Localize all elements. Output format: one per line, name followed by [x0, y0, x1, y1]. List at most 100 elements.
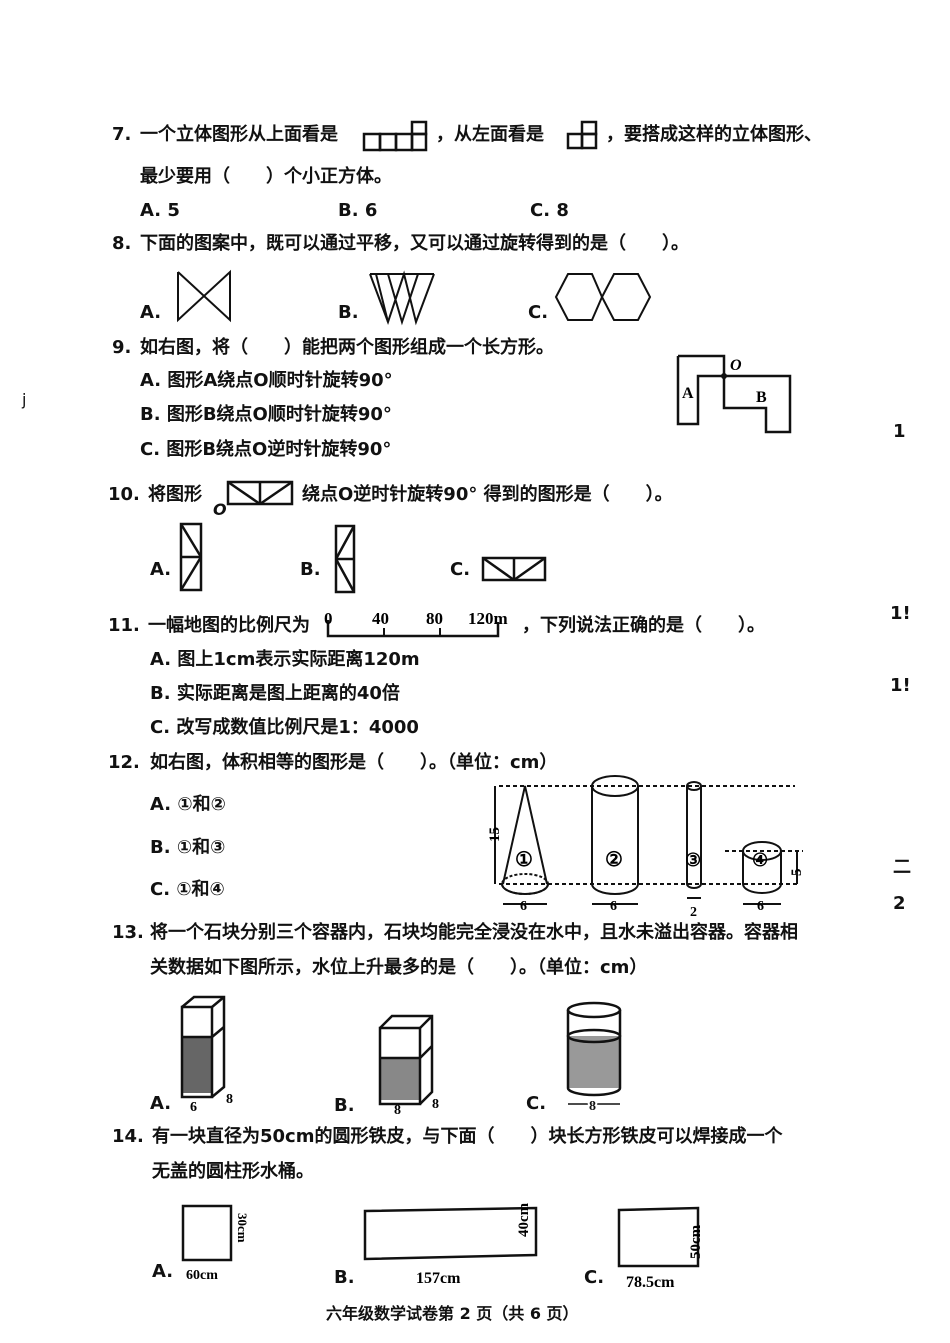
scale-tick: 120m	[468, 609, 508, 628]
question-text: 将一个石块分别三个容器内，石块均能完全浸没在水中，且水未溢出容器。容器相	[150, 922, 798, 943]
option-b: B. 图形B绕点O顺时针旋转90°	[140, 404, 392, 425]
option-b: B. ①和③	[150, 837, 226, 858]
left-view-figure	[566, 120, 600, 152]
question-number: 7.	[112, 124, 132, 145]
scale-bar: 0 40 80 120m	[324, 609, 508, 640]
option-a-figure	[179, 522, 203, 592]
option-b: B. 实际距离是图上距离的40倍	[150, 683, 400, 704]
option-c: C.	[450, 559, 471, 580]
container-a-figure: 6 8	[176, 995, 233, 1115]
option-a: A. ①和②	[150, 794, 226, 815]
width-label: 78.5cm	[626, 1274, 675, 1291]
container-c-figure: 8	[564, 1000, 624, 1116]
solids-figure: 15 5 ① ② ③ ④ 6 6 2 6	[487, 776, 805, 920]
height-label: 50cm	[688, 1224, 704, 1259]
margin-fragment: j	[22, 390, 27, 409]
option-c: C. 改写成数值比例尺是1：4000	[150, 717, 419, 738]
width-label: 60cm	[186, 1268, 218, 1283]
option-a: A. 5	[140, 200, 180, 221]
question-text: 绕点O逆时针旋转90° 得到的图形是（ ）。	[302, 484, 673, 505]
solid-number: ①	[515, 849, 533, 871]
question-text: ，要搭成这样的立体图形、	[606, 124, 822, 145]
sheet-b-figure: 157cm 40cm	[362, 1202, 562, 1287]
margin-fragment: 1!	[890, 603, 911, 624]
option-a: A.	[152, 1261, 174, 1282]
shape-a-label: A	[682, 385, 694, 402]
question-text: 关数据如下图所示，水位上升最多的是（ ）。（单位：cm）	[150, 957, 648, 978]
source-figure	[226, 480, 296, 506]
question-number: 14.	[112, 1126, 144, 1147]
shape-b-label: B	[756, 389, 767, 406]
option-c: C. 8	[530, 200, 569, 221]
question-text: 一幅地图的比例尺为	[148, 615, 310, 636]
question-text: 一个立体图形从上面看是	[140, 124, 338, 145]
sheet-a-figure: 60cm 30cm	[180, 1203, 250, 1283]
question-number: 12.	[108, 752, 140, 773]
question-text: ，从左面看是	[436, 124, 544, 145]
question-text: ，下列说法正确的是（ ）。	[522, 615, 765, 636]
margin-fragment: 2	[893, 893, 906, 914]
question-text: 无盖的圆柱形水桶。	[152, 1161, 314, 1182]
option-c: C.	[584, 1267, 605, 1288]
height-label: 40cm	[516, 1202, 532, 1237]
zigzag-triangles-figure	[368, 272, 436, 324]
option-a: A. 图上1cm表示实际距离120m	[150, 649, 420, 670]
depth-label: 8	[226, 1092, 233, 1107]
scale-tick: 0	[324, 609, 333, 628]
point-o-label: O	[730, 357, 742, 374]
scale-tick: 80	[426, 609, 443, 628]
option-b: B.	[338, 302, 359, 323]
width-label: 8	[394, 1103, 401, 1118]
question-number: 13.	[112, 922, 144, 943]
page-footer: 六年级数学试卷第 2 页（共 6 页）	[326, 1304, 579, 1323]
height-label: 15	[487, 827, 503, 842]
option-a: A.	[150, 1093, 172, 1114]
width-label: 6	[190, 1100, 197, 1115]
question-text: 如右图，将（ ）能把两个图形组成一个长方形。	[140, 337, 554, 358]
top-view-figure	[362, 120, 430, 152]
height-label: 30cm	[235, 1213, 250, 1243]
diameter-label: 6	[610, 899, 617, 914]
question-text: 如右图，体积相等的图形是（ ）。（单位：cm）	[150, 752, 558, 773]
diameter-label: 6	[520, 899, 527, 914]
option-b: B. 6	[338, 200, 378, 221]
option-c: C.	[526, 1093, 547, 1114]
option-a: A.	[150, 559, 172, 580]
diameter-label: 2	[690, 905, 697, 920]
double-hexagon-figure	[554, 272, 652, 322]
margin-fragment: 1!	[890, 675, 911, 696]
question-number: 11.	[108, 615, 140, 636]
option-a: A. 图形A绕点O顺时针旋转90°	[140, 370, 393, 391]
option-a: A.	[140, 302, 162, 323]
container-b-figure: 8 8	[374, 1014, 439, 1118]
scale-tick: 40	[372, 609, 389, 628]
margin-fragment: 二	[893, 857, 911, 878]
option-b: B.	[300, 559, 321, 580]
solid-number: ②	[605, 849, 623, 871]
margin-fragment: 1	[893, 421, 906, 442]
question-text: 下面的图案中，既可以通过平移，又可以通过旋转得到的是（ ）。	[140, 233, 689, 254]
option-b: B.	[334, 1095, 355, 1116]
option-c: C. 图形B绕点O逆时针旋转90°	[140, 439, 392, 460]
diameter-label: 8	[589, 1099, 596, 1114]
question-number: 8.	[112, 233, 132, 254]
solid-number: ③	[685, 850, 701, 870]
option-b: B.	[334, 1267, 355, 1288]
rotation-shapes-figure: O A B	[672, 352, 798, 438]
option-c-figure	[481, 556, 547, 582]
sheet-c-figure: 78.5cm 50cm	[616, 1205, 704, 1291]
diameter-label: 6	[757, 899, 764, 914]
question-number: 9.	[112, 337, 132, 358]
question-text: 有一块直径为50cm的圆形铁皮，与下面（ ）块长方形铁皮可以焊接成一个	[152, 1126, 783, 1147]
question-number: 10.	[108, 484, 140, 505]
option-c: C.	[528, 302, 549, 323]
width-label: 157cm	[416, 1270, 461, 1287]
bowtie-figure	[176, 270, 232, 322]
option-c: C. ①和④	[150, 879, 225, 900]
height-label: 5	[789, 869, 805, 877]
point-o-label: O	[213, 500, 227, 519]
option-b-figure	[334, 524, 356, 594]
question-text: 将图形	[148, 484, 202, 505]
depth-label: 8	[432, 1097, 439, 1112]
question-text: 最少要用（ ）个小正方体。	[140, 166, 392, 187]
